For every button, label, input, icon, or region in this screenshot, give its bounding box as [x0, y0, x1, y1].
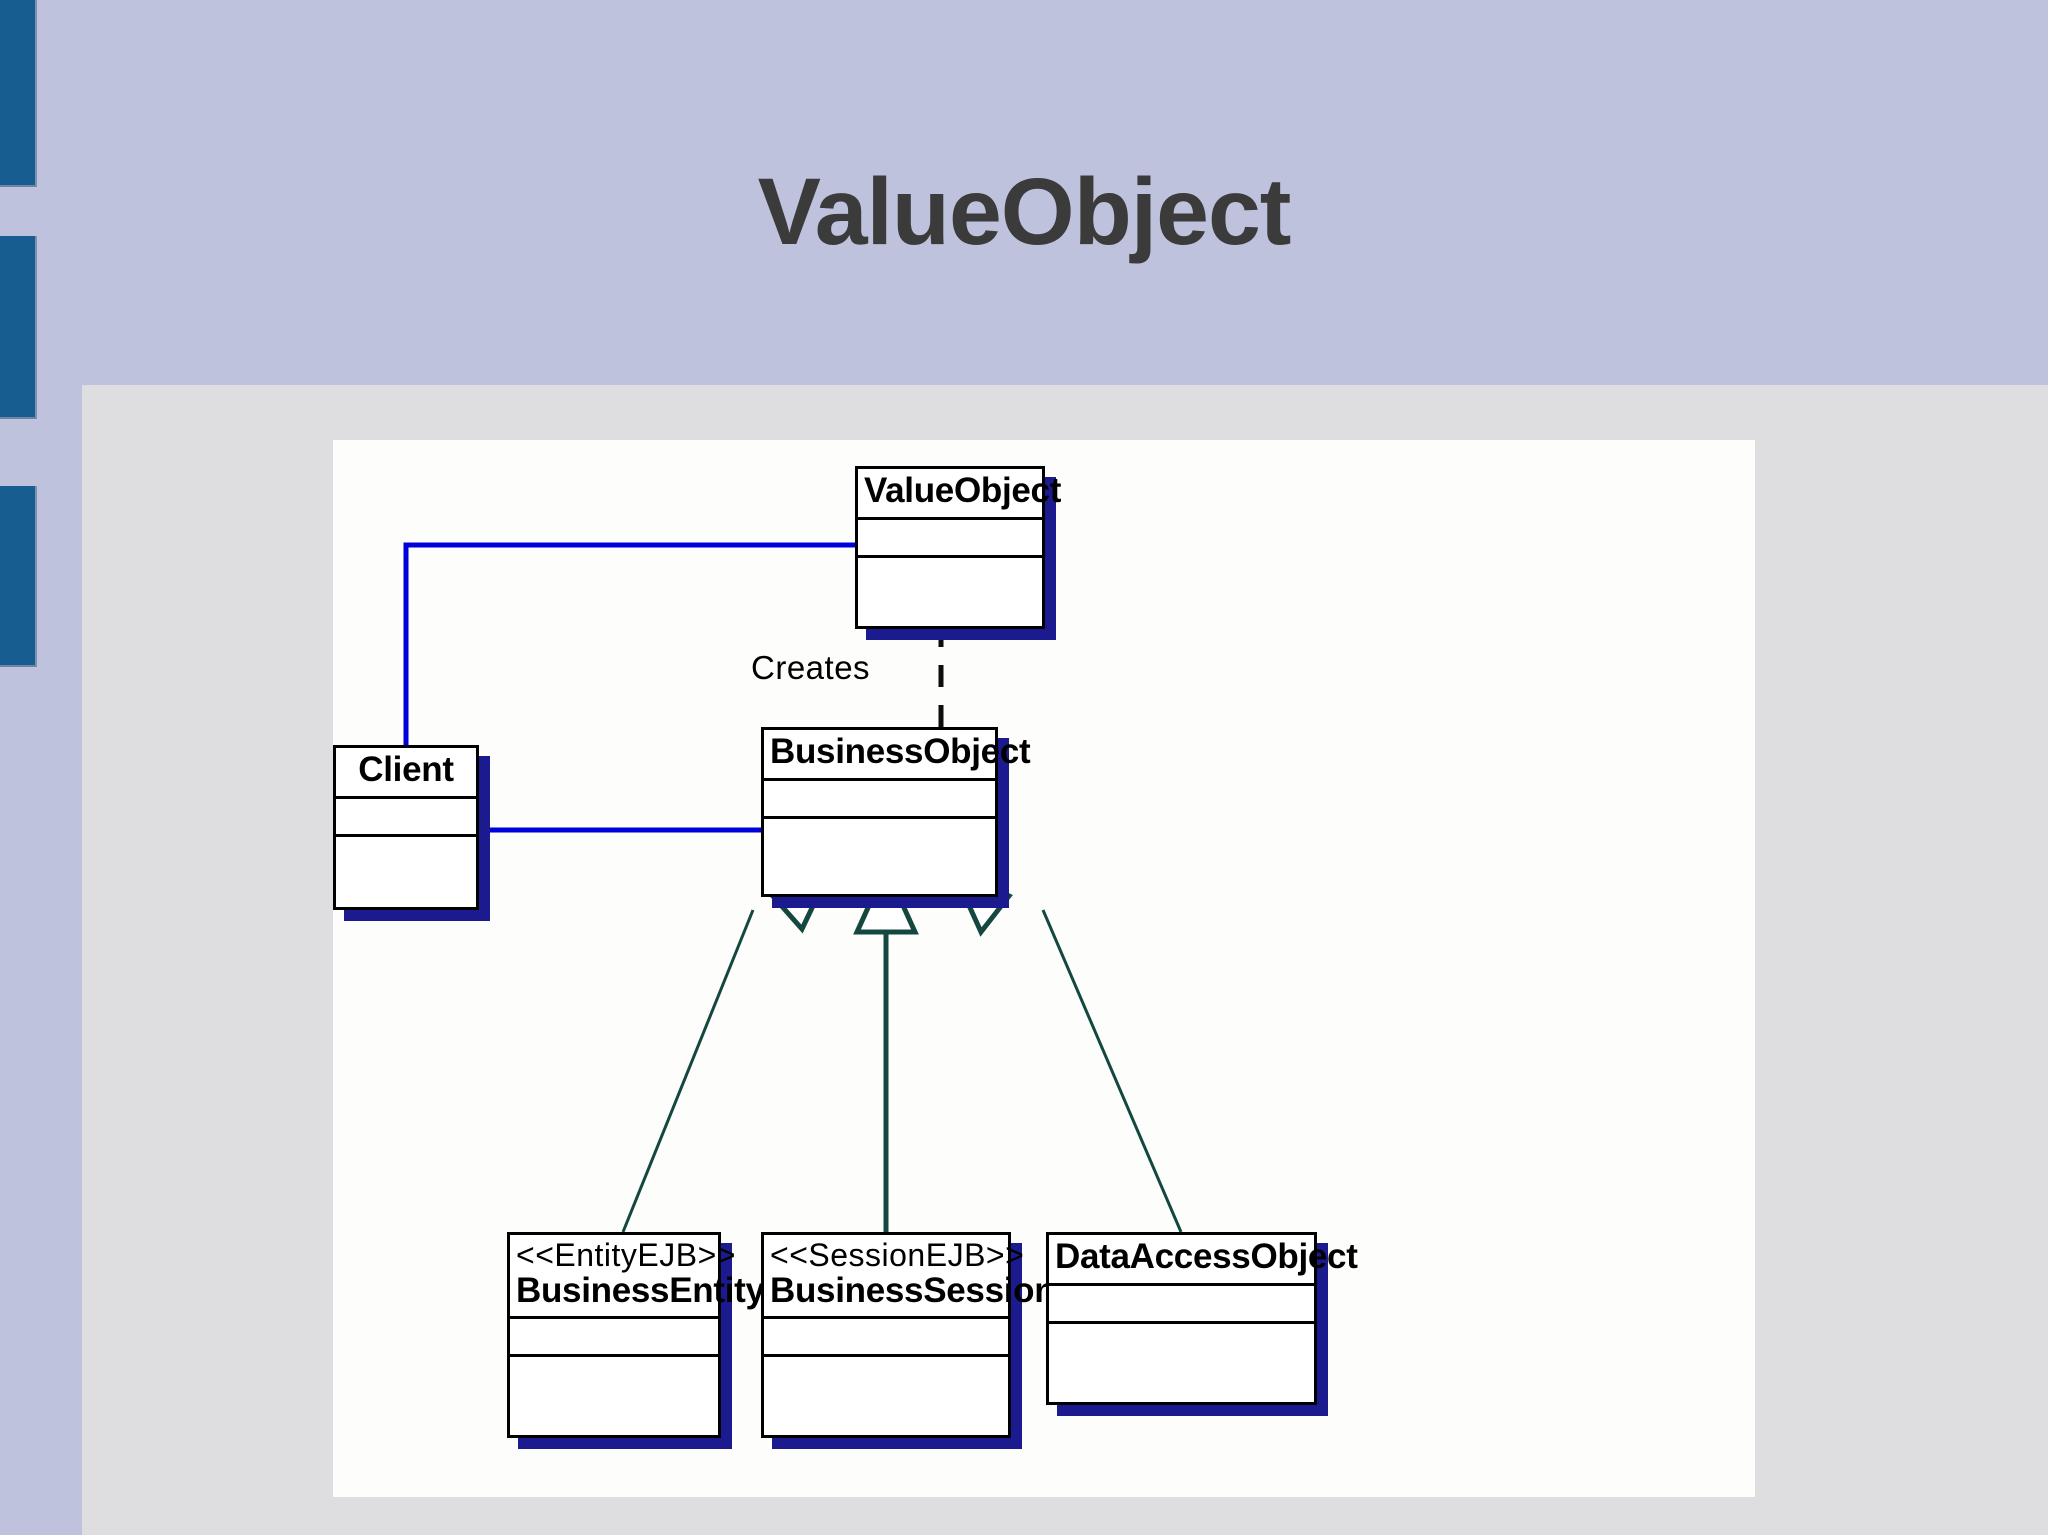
uml-class-title: ValueObject — [864, 471, 1062, 510]
uml-attributes-compartment — [764, 1319, 1008, 1358]
uml-operations-compartment — [764, 819, 995, 894]
uml-class-stereotype: <<SessionEJB>> — [770, 1237, 1025, 1273]
uml-class-name-header: <<SessionEJB>> BusinessSession — [764, 1235, 1056, 1320]
uml-operations-compartment — [336, 837, 476, 907]
association-client-valueobject — [403, 542, 855, 745]
uml-attributes-compartment — [858, 520, 1042, 558]
uml-attributes-compartment — [1049, 1286, 1314, 1324]
generalization-dataaccessobject — [947, 864, 1183, 1233]
uml-class-businesssession[interactable]: <<SessionEJB>> BusinessSession — [761, 1232, 1056, 1439]
uml-class-title: BusinessObject — [770, 732, 1031, 771]
uml-operations-compartment — [764, 1357, 1008, 1435]
uml-class-title: BusinessSession — [770, 1270, 1056, 1310]
uml-class-dataaccessobject[interactable]: DataAccessObject — [1046, 1232, 1358, 1405]
uml-class-businessentity[interactable]: <<EntityEJB>> BusinessEntity — [507, 1232, 765, 1439]
uml-class-name-header: Client — [336, 748, 476, 799]
uml-attributes-compartment — [764, 781, 995, 819]
uml-class-title: Client — [358, 750, 454, 789]
generalization-businessentity — [621, 865, 836, 1233]
uml-class-name-header: <<EntityEJB>> BusinessEntity — [510, 1235, 765, 1320]
uml-class-title: DataAccessObject — [1055, 1237, 1358, 1276]
uml-class-title: BusinessEntity — [516, 1270, 765, 1310]
uml-class-name-header: DataAccessObject — [1049, 1235, 1358, 1286]
uml-class-name-header: ValueObject — [858, 469, 1062, 520]
uml-diagram-canvas: ValueObject (association, blue, orthogon… — [333, 440, 1755, 1497]
uml-attributes-compartment — [510, 1319, 718, 1358]
slide-header-band — [0, 0, 2048, 385]
uml-class-name-header: BusinessObject — [764, 730, 1031, 781]
generalization-businesssession — [853, 861, 919, 1232]
uml-class-valueobject[interactable]: ValueObject — [855, 466, 1062, 629]
accent-bar-1 — [0, 0, 37, 187]
page-title: ValueObject — [757, 159, 1292, 265]
generalization-lines — [621, 861, 1183, 1233]
uml-attributes-compartment — [336, 799, 476, 837]
uml-operations-compartment — [858, 558, 1042, 626]
uml-class-businessobject[interactable]: BusinessObject — [761, 727, 1031, 897]
accent-bar-3 — [0, 486, 37, 667]
uml-class-stereotype: <<EntityEJB>> — [516, 1237, 736, 1273]
uml-class-client[interactable]: Client — [333, 745, 479, 910]
edge-label-creates: Creates — [751, 649, 871, 686]
uml-operations-compartment — [1049, 1324, 1314, 1402]
uml-operations-compartment — [510, 1357, 718, 1435]
accent-bar-2 — [0, 236, 37, 419]
